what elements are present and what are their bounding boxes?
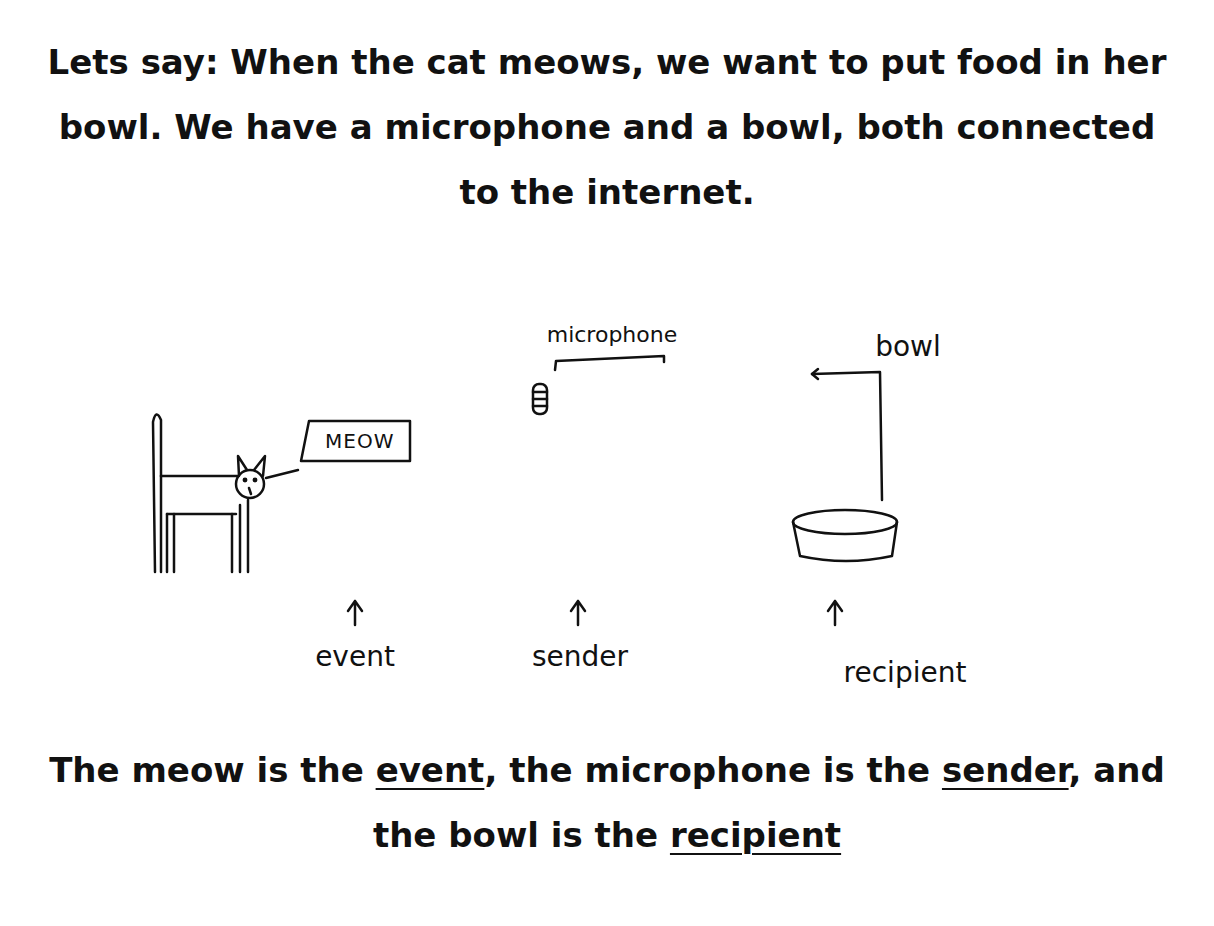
- speech-line: [266, 470, 298, 478]
- speech-border: [301, 421, 410, 461]
- part-label: microphone: [547, 318, 678, 352]
- role-label: event: [315, 640, 395, 674]
- speech-text: MEOW: [300, 420, 411, 462]
- microphone-symbol: [533, 356, 664, 414]
- label-bracket: [555, 356, 664, 370]
- part-label: bowl: [875, 330, 941, 364]
- speech-box: MEOW: [300, 420, 411, 462]
- leader-line: [812, 372, 882, 500]
- role-label: recipient: [844, 656, 967, 690]
- caption: The meow is the event, the microphone is…: [47, 738, 1167, 868]
- cat-figure: [153, 414, 298, 572]
- heading: Lets say: When the cat meows, we want to…: [40, 30, 1174, 225]
- bowl-symbol: [793, 369, 897, 561]
- role-label: sender: [532, 640, 628, 674]
- up-arrows: [348, 601, 842, 625]
